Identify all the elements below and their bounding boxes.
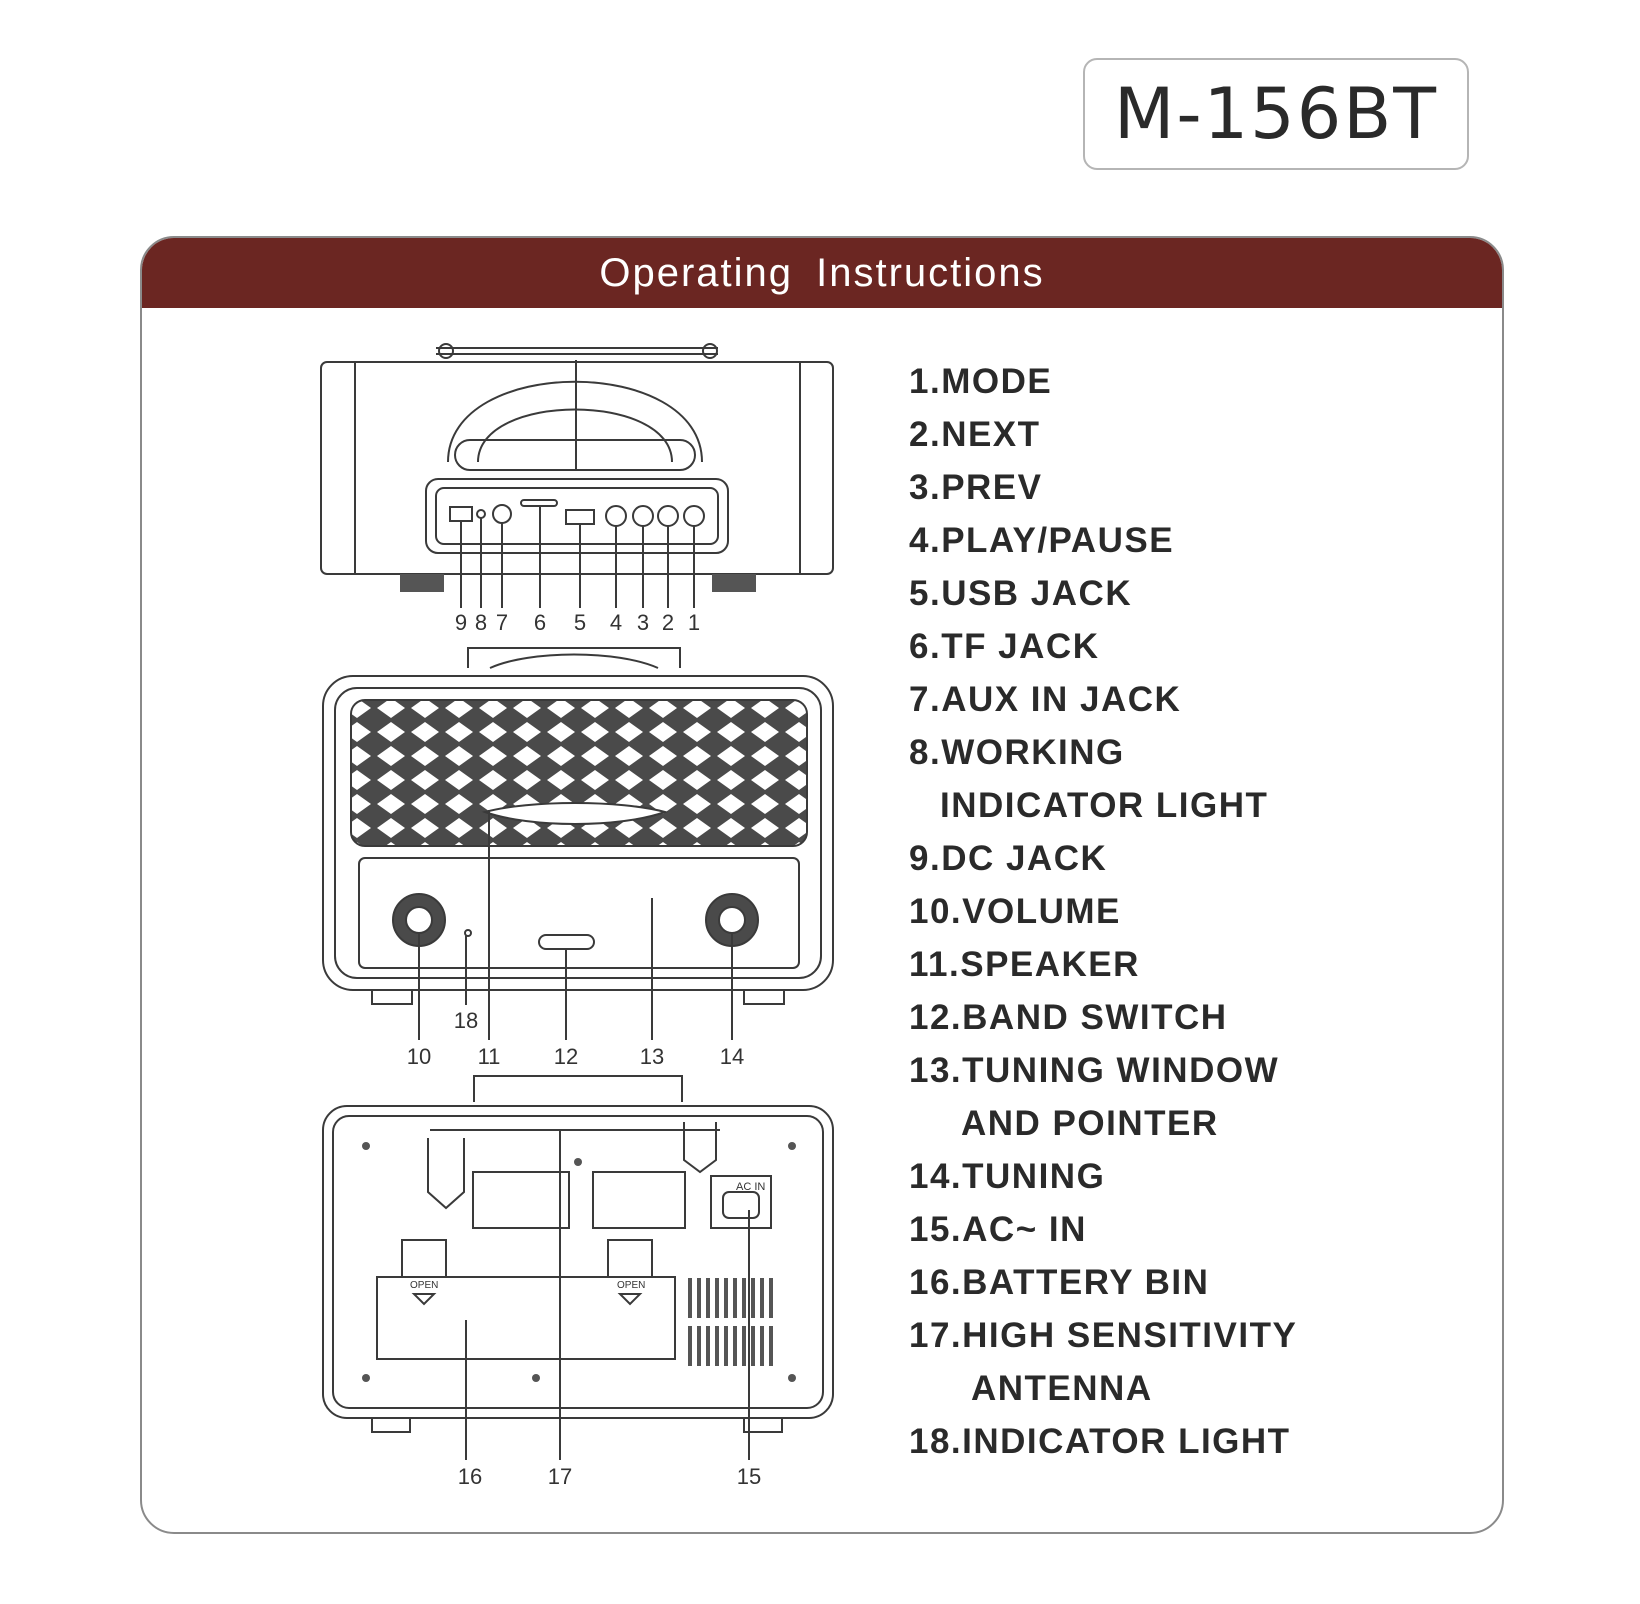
front-view — [322, 647, 834, 1040]
callout-number: 9 — [455, 610, 467, 635]
callout-number: 4 — [610, 610, 622, 635]
part-item: 18.INDICATOR LIGHT — [909, 1422, 1291, 1461]
part-item: 3.PREV — [909, 468, 1043, 507]
part-item: 1.MODE — [909, 362, 1053, 401]
part-item: 5.USB JACK — [909, 574, 1133, 613]
part-item-continued: INDICATOR LIGHT — [940, 786, 1269, 825]
indicator-light-front-icon — [464, 929, 472, 937]
tf-slot-icon — [520, 499, 558, 507]
part-item: 13.TUNING WINDOW — [909, 1051, 1280, 1090]
part-item: 7.AUX IN JACK — [909, 680, 1182, 719]
callout-number: 5 — [574, 610, 586, 635]
vent-slots — [688, 1278, 773, 1366]
part-item: 14.TUNING — [909, 1157, 1106, 1196]
parts-list: 1.MODE 2.NEXT 3.PREV 4.PLAY/PAUSE 5.USB … — [909, 355, 1297, 1468]
callout-number: 8 — [475, 610, 487, 635]
next-button-icon — [657, 505, 679, 527]
battery-cover — [376, 1276, 676, 1360]
front-callouts: 10 11 12 13 14 18 — [407, 1008, 744, 1069]
speaker-grille — [350, 699, 808, 847]
part-item: 16.BATTERY BIN — [909, 1263, 1210, 1302]
open-label: OPEN — [410, 1280, 438, 1291]
part-item-continued: ANTENNA — [971, 1369, 1153, 1408]
callout-number: 18 — [454, 1008, 478, 1033]
panel-title: Operating Instructions — [599, 250, 1045, 295]
dc-jack-icon — [449, 506, 473, 522]
part-item: 17.HIGH SENSITIVITY — [909, 1316, 1298, 1355]
top-callouts: 9 8 7 6 5 4 3 2 1 — [455, 610, 700, 635]
mode-button-icon — [683, 505, 705, 527]
model-label-box: M-156BT — [1083, 58, 1469, 170]
screws — [362, 1142, 796, 1382]
usb-port-icon — [565, 509, 595, 525]
ac-in-socket-icon — [710, 1175, 772, 1229]
callout-number: 10 — [407, 1044, 431, 1069]
model-number: M-156BT — [1113, 73, 1439, 155]
play-pause-button-icon — [605, 505, 627, 527]
part-item: 10.VOLUME — [909, 892, 1121, 931]
band-switch-icon — [538, 934, 595, 950]
part-item: 15.AC~ IN — [909, 1210, 1087, 1249]
top-view — [320, 343, 834, 608]
part-item: 4.PLAY/PAUSE — [909, 521, 1175, 560]
callout-number: 12 — [554, 1044, 578, 1069]
callout-number: 3 — [637, 610, 649, 635]
part-item: 6.TF JACK — [909, 627, 1100, 666]
callout-number: 16 — [458, 1464, 482, 1489]
callout-number: 15 — [737, 1464, 761, 1489]
part-item-continued: AND POINTER — [961, 1104, 1219, 1143]
part-item: 8.WORKING — [909, 733, 1125, 772]
instructions-panel: Operating Instructions — [140, 236, 1504, 1534]
callout-number: 7 — [496, 610, 508, 635]
ac-in-label: AC IN — [736, 1181, 765, 1193]
indicator-light-icon — [476, 509, 486, 519]
callout-number: 1 — [688, 610, 700, 635]
back-callouts: 16 17 15 — [458, 1464, 761, 1489]
part-item: 9.DC JACK — [909, 839, 1108, 878]
part-item: 2.NEXT — [909, 415, 1041, 454]
callout-number: 6 — [534, 610, 546, 635]
aux-jack-icon — [492, 504, 512, 524]
callout-number: 14 — [720, 1044, 744, 1069]
panel-header: Operating Instructions — [142, 238, 1502, 308]
part-item: 12.BAND SWITCH — [909, 998, 1228, 1037]
open-label: OPEN — [617, 1280, 645, 1291]
back-view — [322, 1075, 834, 1460]
callout-number: 13 — [640, 1044, 664, 1069]
callout-number: 17 — [548, 1464, 572, 1489]
prev-button-icon — [632, 505, 654, 527]
part-item: 11.SPEAKER — [909, 945, 1140, 984]
callout-number: 2 — [662, 610, 674, 635]
callout-number: 11 — [478, 1044, 501, 1069]
